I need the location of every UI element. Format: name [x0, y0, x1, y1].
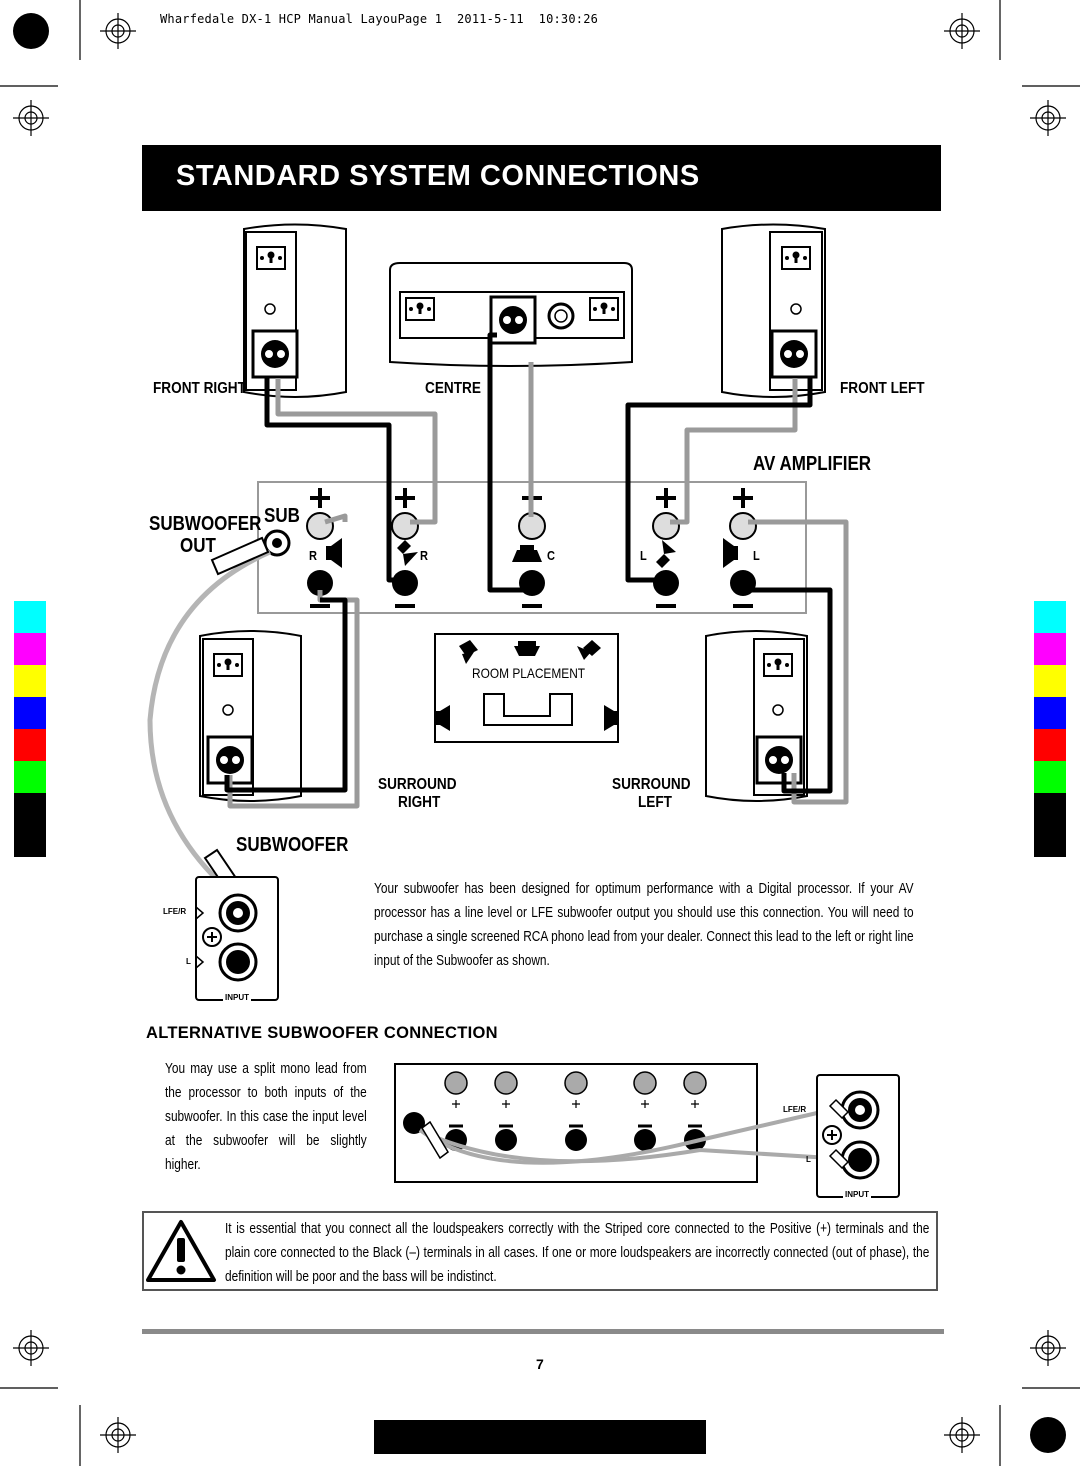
label-ch-l: L	[640, 548, 647, 563]
label-subwoofer-out-1: SUBWOOFER	[149, 513, 262, 535]
label-room-placement: ROOM PLACEMENT	[472, 665, 586, 681]
color-swatch	[14, 633, 46, 665]
color-bar-right	[1034, 601, 1066, 857]
subwoofer-input-panel	[195, 876, 279, 1001]
registration-dot	[1030, 1417, 1066, 1453]
color-swatch	[1034, 729, 1066, 761]
registration-dot	[13, 13, 49, 49]
label-ch-r: R	[420, 548, 428, 563]
label-surround-left-1: SURROUND	[612, 776, 691, 793]
color-swatch	[1034, 761, 1066, 793]
rca-lead	[147, 549, 272, 892]
color-swatch	[1034, 825, 1066, 857]
color-swatch	[14, 793, 46, 825]
color-swatch	[14, 697, 46, 729]
color-swatch	[1034, 601, 1066, 633]
label-ch-r: R	[309, 548, 317, 563]
label-ch-c: C	[547, 548, 555, 563]
color-bar-left	[14, 601, 46, 857]
warning-paragraph: It is essential that you connect all the…	[225, 1221, 930, 1285]
label-sub: SUB	[264, 505, 300, 527]
section-title: STANDARD SYSTEM CONNECTIONS	[176, 160, 700, 192]
amp-terminals	[263, 512, 757, 596]
label-surround-left-2: LEFT	[638, 794, 672, 811]
label-surround-right-1: SURROUND	[378, 776, 457, 793]
color-swatch	[1034, 697, 1066, 729]
label-l: L	[186, 957, 191, 966]
front-right-speaker	[243, 223, 347, 398]
footer-rule	[142, 1329, 944, 1334]
black-wires	[224, 332, 833, 794]
label-av-amplifier: AV AMPLIFIER	[753, 453, 872, 475]
label-l-alt: L	[806, 1155, 811, 1164]
color-swatch	[1034, 793, 1066, 825]
label-front-left: FRONT LEFT	[840, 380, 925, 397]
warning-box	[142, 1211, 938, 1291]
alt-subwoofer-input-panel	[816, 1074, 900, 1198]
room-placement-diagram	[434, 633, 619, 743]
color-swatch	[1034, 633, 1066, 665]
bottom-black-bar	[374, 1420, 706, 1454]
label-input-alt: INPUT	[843, 1190, 871, 1199]
alt-connection-heading: ALTERNATIVE SUBWOOFER CONNECTION	[146, 1024, 498, 1042]
color-swatch	[14, 761, 46, 793]
color-swatch	[14, 729, 46, 761]
label-lfe-r-alt: LFE/R	[783, 1105, 807, 1114]
centre-speaker	[389, 262, 633, 367]
alt-amplifier-panel	[394, 1063, 831, 1183]
label-subwoofer-out-2: OUT	[180, 535, 216, 557]
label-centre: CENTRE	[425, 380, 481, 397]
print-header: Wharfedale DX-1 HCP Manual LayouPage 1 2…	[160, 12, 599, 26]
label-subwoofer: SUBWOOFER	[236, 834, 349, 856]
alt-connection-paragraph: You may use a split mono lead from the p…	[165, 1061, 367, 1173]
channel-speaker-icons	[326, 538, 738, 568]
surround-left-speaker	[705, 630, 808, 802]
label-input: INPUT	[223, 993, 251, 1002]
label-front-right: FRONT RIGHT	[153, 380, 246, 397]
label-lfe-r: LFE/R	[163, 907, 187, 916]
color-swatch	[1034, 665, 1066, 697]
exclamation-triangle-icon	[146, 1220, 216, 1282]
section-title-bar: STANDARD SYSTEM CONNECTIONS	[142, 145, 941, 211]
subwoofer-paragraph: Your subwoofer has been designed for opt…	[374, 881, 914, 969]
label-ch-l: L	[753, 548, 760, 563]
color-swatch	[14, 825, 46, 857]
target-marks	[13, 13, 1066, 1453]
surround-right-speaker	[199, 630, 302, 802]
color-swatch	[14, 601, 46, 633]
page-number: 7	[536, 1356, 544, 1372]
label-surround-right-2: RIGHT	[398, 794, 441, 811]
color-swatch	[14, 665, 46, 697]
front-left-speaker	[721, 223, 826, 398]
